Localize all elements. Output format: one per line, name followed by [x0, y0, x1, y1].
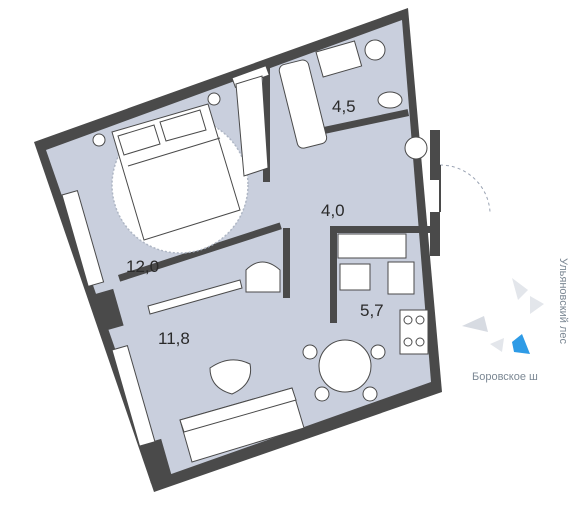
- highway-label: Боровское ш: [472, 371, 538, 383]
- cooktop: [399, 309, 429, 355]
- bedroom-furniture: [92, 75, 281, 293]
- pillow-right: [159, 109, 207, 142]
- compass: Ульяновский лес Боровское ш: [462, 258, 569, 383]
- tv-console: [147, 279, 243, 315]
- wall-kitchen-top: [330, 226, 434, 233]
- living-furniture: [147, 279, 305, 463]
- burner-3-icon: [403, 337, 413, 347]
- burner-1-icon: [403, 315, 413, 325]
- area-label-hallway: 4,0: [321, 201, 345, 220]
- nightstand-right-icon: [207, 92, 221, 106]
- chair-3: [314, 386, 330, 402]
- nightstand-left-icon: [92, 133, 106, 147]
- washing-machine-icon: [364, 39, 386, 61]
- wall-kitchen-left: [330, 228, 337, 323]
- burner-2-icon: [415, 315, 425, 325]
- kitchen-cabinet: [337, 233, 407, 259]
- area-label-bathroom: 4,5: [332, 97, 356, 116]
- bathroom-fixtures: [278, 39, 428, 160]
- window-living: [111, 344, 156, 447]
- shower-drain-icon: [404, 136, 428, 160]
- wall-entry-lower: [430, 212, 440, 256]
- washbasin: [315, 40, 363, 78]
- wall-entry: [430, 130, 440, 180]
- entry-door: [439, 164, 491, 213]
- pillow-left: [117, 124, 161, 156]
- compass-segment-4: [490, 338, 504, 352]
- wall-hall-stub: [283, 228, 290, 298]
- bed-blanket: [127, 137, 221, 167]
- compass-segment-2: [530, 296, 544, 314]
- toilet: [377, 91, 403, 109]
- kitchen-fixtures: [302, 233, 429, 402]
- compass-segment-1: [512, 278, 528, 300]
- bathtub: [278, 59, 328, 149]
- wall-bathroom-left: [263, 64, 270, 182]
- entry-door-swing: [439, 164, 491, 213]
- window-pillar-left: [92, 288, 124, 332]
- chair-4: [362, 386, 378, 402]
- chair-1: [302, 344, 318, 360]
- forest-label: Ульяновский лес: [557, 258, 569, 344]
- wall-bathroom-bottom: [300, 109, 410, 139]
- compass-pointer: [512, 334, 530, 354]
- wardrobe-bedroom: [235, 75, 269, 177]
- armchair-bedroom: [245, 261, 281, 293]
- sofa-back: [179, 387, 297, 433]
- window-bedroom: [61, 189, 105, 287]
- burner-4-icon: [415, 337, 425, 347]
- wall-bedroom-living: [117, 222, 282, 282]
- chair-2: [370, 344, 386, 360]
- compass-segment-3: [462, 316, 488, 332]
- area-label-kitchen: 5,7: [360, 301, 384, 320]
- dining-table: [318, 339, 372, 393]
- area-label-bedroom: 12,0: [126, 257, 159, 276]
- area-label-living: 11,8: [158, 329, 190, 348]
- coffee-table: [209, 359, 252, 395]
- fridge: [339, 263, 371, 291]
- interior-walls: [92, 64, 440, 484]
- corner-pillar: [140, 438, 173, 484]
- kitchen-sink: [387, 261, 415, 295]
